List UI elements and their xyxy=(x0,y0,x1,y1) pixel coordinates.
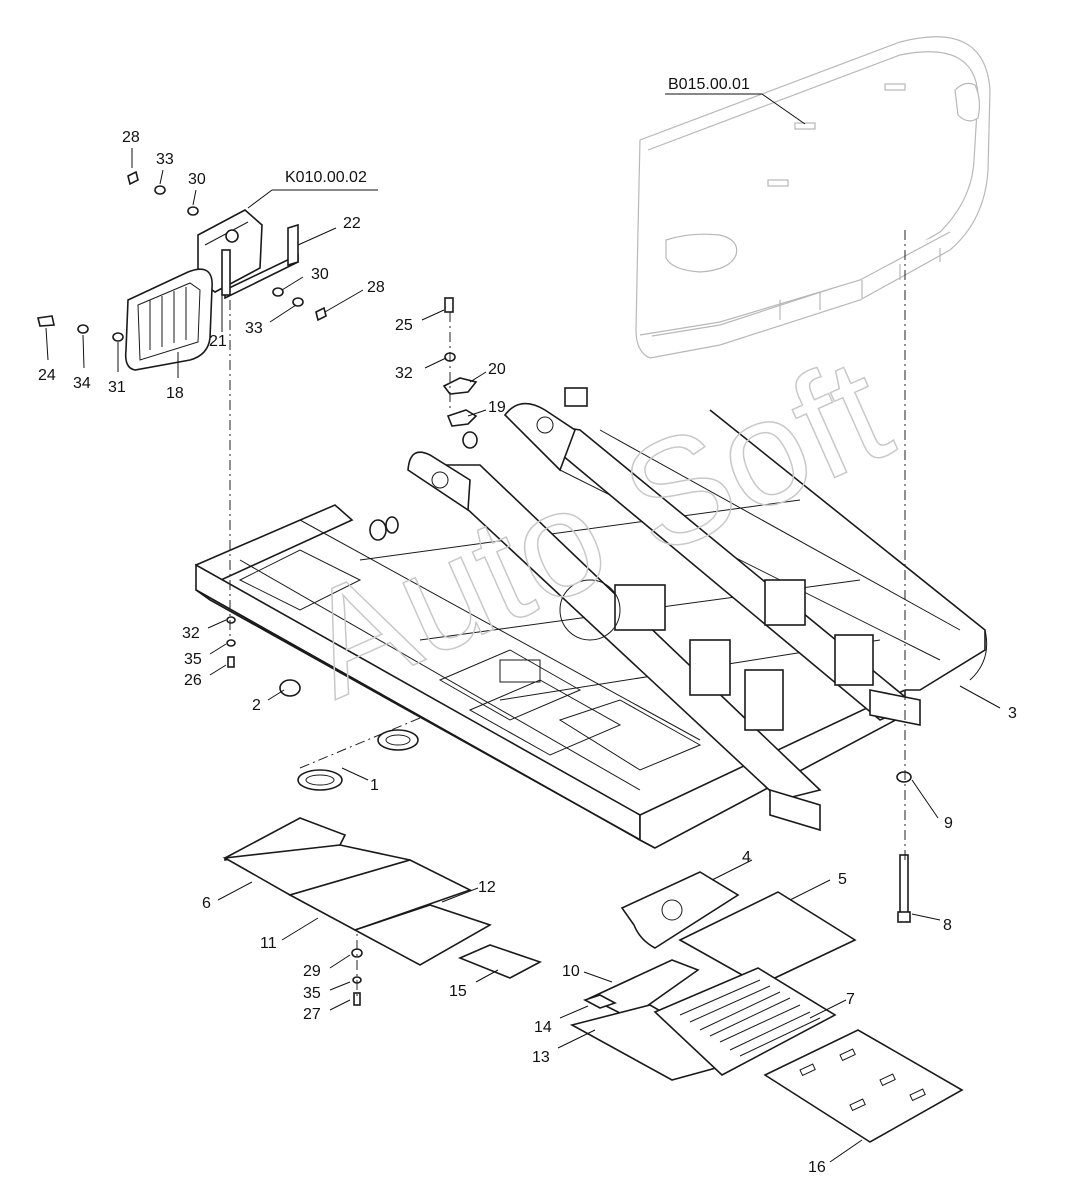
grille-cover-18 xyxy=(124,268,213,371)
callout-labels: 28 33 30 22 30 28 33 21 24 34 31 18 25 3… xyxy=(38,129,1017,1176)
centerline-grommets xyxy=(299,717,421,769)
hood-ref-label: B015.00.01 xyxy=(668,76,750,93)
callout-14: 14 xyxy=(534,1019,552,1036)
callout-21: 21 xyxy=(209,333,227,350)
callout-20: 20 xyxy=(488,361,506,378)
callout-25: 25 xyxy=(395,317,413,334)
callout-28: 28 xyxy=(367,279,385,296)
hood-ref-leader xyxy=(761,93,806,125)
callout-33: 33 xyxy=(156,151,174,168)
callout-30: 30 xyxy=(188,171,206,188)
callout-7: 7 xyxy=(846,991,855,1008)
callout-19: 19 xyxy=(488,399,506,416)
callout-1: 1 xyxy=(370,777,379,794)
callout-35: 35 xyxy=(184,651,202,668)
assembly-ref-label: K010.00.02 xyxy=(285,169,367,186)
bracket-assembly xyxy=(197,209,299,300)
grommets-1 xyxy=(297,729,419,791)
callout-11: 11 xyxy=(260,935,277,952)
assembly-ref-leader xyxy=(247,189,273,209)
callout-32: 32 xyxy=(182,625,200,642)
callout-8: 8 xyxy=(943,917,952,934)
callout-10: 10 xyxy=(562,963,580,980)
callout-12: 12 xyxy=(478,879,496,896)
callout-26: 26 xyxy=(184,672,202,689)
callout-30: 30 xyxy=(311,266,329,283)
bottom-plates xyxy=(222,817,964,1143)
callout-9: 9 xyxy=(944,815,953,832)
callout-31: 31 xyxy=(108,379,126,396)
callout-6: 6 xyxy=(202,895,211,912)
callout-22: 22 xyxy=(343,215,361,232)
callout-2: 2 xyxy=(252,697,261,714)
callout-34: 34 xyxy=(73,375,91,392)
callout-28: 28 xyxy=(122,129,140,146)
callout-4: 4 xyxy=(742,849,751,866)
engine-hood xyxy=(635,36,991,359)
callout-16: 16 xyxy=(808,1159,826,1176)
callout-5: 5 xyxy=(838,871,847,888)
main-frame xyxy=(194,387,988,849)
callout-18: 18 xyxy=(166,385,184,402)
callout-15: 15 xyxy=(449,983,467,1000)
callout-3: 3 xyxy=(1008,705,1017,722)
callout-29: 29 xyxy=(303,963,321,980)
leader-lines xyxy=(45,148,1001,1163)
callout-27: 27 xyxy=(303,1006,321,1023)
callout-32: 32 xyxy=(395,365,413,382)
callout-24: 24 xyxy=(38,367,56,384)
callout-35: 35 xyxy=(303,985,321,1002)
callout-33: 33 xyxy=(245,320,263,337)
small-hardware xyxy=(37,170,912,1006)
callout-13: 13 xyxy=(532,1049,550,1066)
